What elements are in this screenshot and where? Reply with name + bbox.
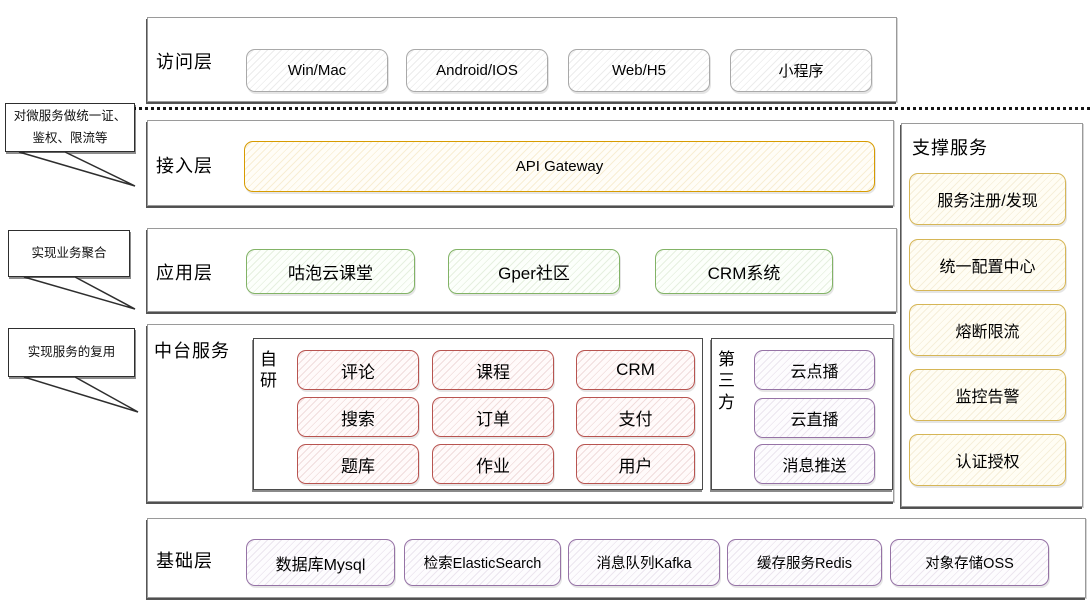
midplatform-item-homework: 作业	[432, 444, 554, 484]
base-item-mysql: 数据库Mysql	[246, 539, 395, 586]
callout-gateway-note: 对微服务做统一证、鉴权、限流等	[5, 103, 135, 152]
base-item-elasticsearch: 检索ElasticSearch	[404, 539, 561, 586]
base-item-redis: 缓存服务Redis	[727, 539, 882, 586]
layer-base-label: 基础层	[156, 551, 213, 571]
gateway-item-api-gateway: API Gateway	[244, 141, 875, 192]
group-self-developed-label: 自研	[260, 350, 277, 391]
support-item-auth: 认证授权	[909, 434, 1066, 486]
layer-application-label: 应用层	[156, 263, 213, 283]
midplatform-item-cloud-live: 云直播	[754, 398, 875, 438]
callout-application-note: 实现业务聚合	[8, 230, 130, 277]
access-item-android-ios: Android/IOS	[406, 49, 548, 92]
callout-tail	[23, 376, 139, 413]
application-item-gper-community: Gper社区	[448, 249, 620, 294]
layer-application: 应用层 咕泡云课堂 Gper社区 CRM系统	[147, 228, 897, 312]
layer-base: 基础层 数据库Mysql 检索ElasticSearch 消息队列Kafka 缓…	[147, 518, 1086, 598]
support-item-config-center: 统一配置中心	[909, 239, 1066, 291]
application-item-gupao-classroom: 咕泡云课堂	[246, 249, 415, 294]
callout-midplatform-note: 实现服务的复用	[8, 328, 135, 377]
group-third-party: 第三方 云点播 云直播 消息推送	[711, 338, 893, 490]
application-item-crm-system: CRM系统	[655, 249, 833, 294]
support-item-service-registry: 服务注册/发现	[909, 173, 1066, 225]
callout-tail	[23, 276, 136, 310]
midplatform-item-payment: 支付	[576, 397, 695, 437]
group-self-developed: 自研 评论 课程 CRM 搜索 订单 支付 题库 作业 用户	[253, 338, 703, 490]
callout-tail	[18, 151, 136, 187]
midplatform-item-question-bank: 题库	[297, 444, 419, 484]
midplatform-item-crm: CRM	[576, 350, 695, 390]
access-item-web-h5: Web/H5	[568, 49, 710, 92]
layer-access: 访问层 Win/Mac Android/IOS Web/H5 小程序	[147, 17, 897, 102]
panel-support: 支撑服务 服务注册/发现 统一配置中心 熔断限流 监控告警 认证授权	[901, 123, 1083, 507]
base-item-kafka: 消息队列Kafka	[568, 539, 720, 586]
group-third-party-label: 第三方	[718, 350, 735, 412]
midplatform-item-cloud-vod: 云点播	[754, 350, 875, 390]
support-item-circuit-breaker: 熔断限流	[909, 304, 1066, 356]
midplatform-item-comment: 评论	[297, 350, 419, 390]
panel-support-label: 支撑服务	[912, 138, 988, 158]
layer-gateway: 接入层 API Gateway	[147, 120, 894, 206]
layer-midplatform-label: 中台服务	[154, 341, 230, 361]
midplatform-item-message-push: 消息推送	[754, 444, 875, 484]
support-item-monitoring-alert: 监控告警	[909, 369, 1066, 421]
midplatform-item-course: 课程	[432, 350, 554, 390]
midplatform-item-order: 订单	[432, 397, 554, 437]
midplatform-item-user: 用户	[576, 444, 695, 484]
access-item-mini-program: 小程序	[730, 49, 872, 92]
layer-gateway-label: 接入层	[156, 156, 213, 176]
layer-midplatform: 中台服务 自研 评论 课程 CRM 搜索 订单 支付 题库 作业 用户 第三方 …	[147, 324, 894, 502]
dotted-divider	[133, 107, 1090, 110]
access-item-win-mac: Win/Mac	[246, 49, 388, 92]
layer-access-label: 访问层	[156, 52, 213, 72]
midplatform-item-search: 搜索	[297, 397, 419, 437]
base-item-oss: 对象存储OSS	[890, 539, 1049, 586]
